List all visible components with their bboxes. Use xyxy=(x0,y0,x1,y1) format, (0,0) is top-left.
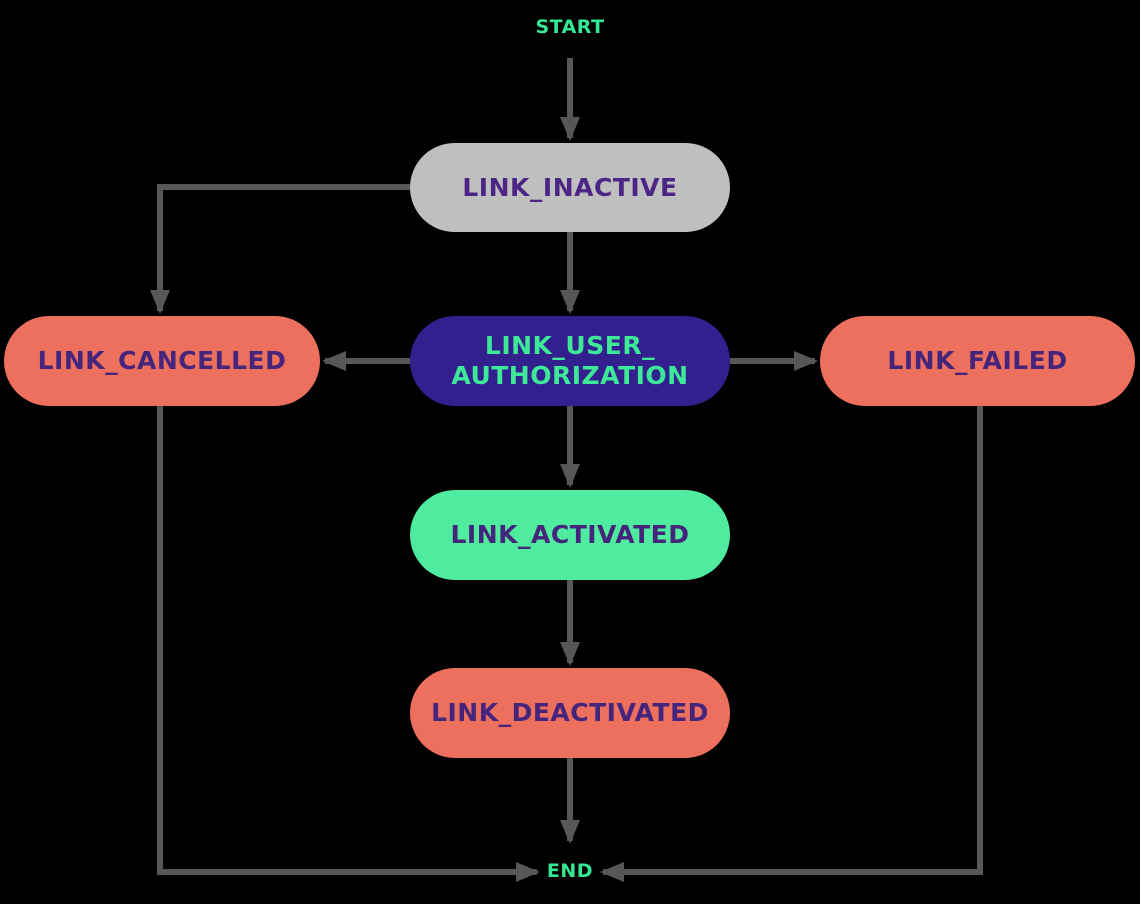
edge-failed-to-end xyxy=(600,406,983,882)
node-link-cancelled-label: LINK_CANCELLED xyxy=(37,346,287,375)
node-link-failed: LINK_FAILED xyxy=(820,316,1135,406)
node-link-inactive-label: LINK_INACTIVE xyxy=(462,172,678,202)
node-link-activated: LINK_ACTIVATED xyxy=(410,490,730,580)
node-link-activated-label: LINK_ACTIVATED xyxy=(450,520,690,549)
node-link-failed-label: LINK_FAILED xyxy=(887,346,1068,375)
node-link-user-authorization-label: LINK_USER_ AUTHORIZATION xyxy=(451,331,689,390)
end-label: END xyxy=(546,860,594,882)
node-link-user-authorization: LINK_USER_ AUTHORIZATION xyxy=(410,316,730,406)
edge-inactive-to-cancelled xyxy=(150,184,410,314)
node-link-cancelled: LINK_CANCELLED xyxy=(4,316,320,406)
node-link-deactivated: LINK_DEACTIVATED xyxy=(410,668,730,758)
start-label: START xyxy=(535,16,605,38)
node-link-inactive: LINK_INACTIVE xyxy=(410,143,730,232)
node-link-deactivated-label: LINK_DEACTIVATED xyxy=(431,698,709,727)
edge-cancelled-to-end xyxy=(157,406,540,882)
